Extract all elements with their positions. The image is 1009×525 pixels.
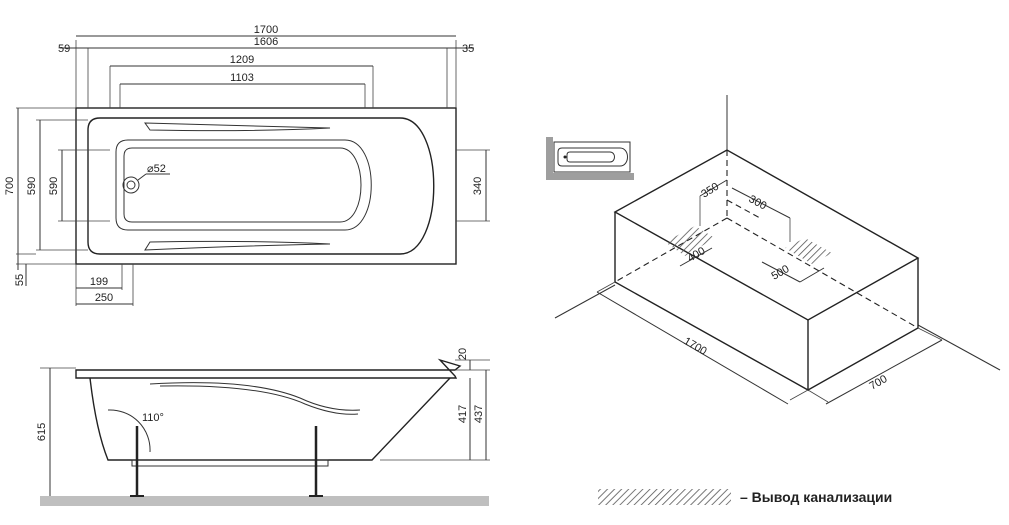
side-view: 110° 615 20 417 437 [36,348,490,506]
dim-1103: 1103 [230,72,254,84]
dim-1209: 1209 [230,54,254,66]
iso-dim-300: 300 [747,193,769,212]
box-top [613,149,920,321]
tub-basin [115,139,372,231]
legend-swatch [598,489,731,505]
tub-rim [87,117,435,255]
angle-arc [107,409,151,453]
iso-dim-700: 700 [868,373,890,393]
drain-label: ⌀52 [147,163,166,175]
box-side [807,258,919,391]
dim-35: 35 [462,43,474,55]
armrest-top [144,122,331,132]
dim-417: 417 [457,405,469,423]
drain-zone-b [785,238,832,264]
angle-label: 110° [142,412,164,424]
dim-1700: 1700 [254,24,278,36]
legend: – Вывод канализации [598,489,892,505]
dim-199: 199 [90,276,108,288]
side-body [89,377,451,461]
dim-1606: 1606 [254,36,278,48]
dim-700: 700 [4,177,16,195]
dim-340: 340 [472,177,484,195]
armrest-bottom [144,240,331,251]
side-curve-b [159,385,359,415]
iso-dim-350: 350 [699,181,721,201]
dim-590-a: 590 [26,177,38,195]
iso-dim-500: 500 [770,263,792,283]
base-frame [131,459,329,467]
dim-615: 615 [36,423,48,441]
side-curve-a [149,382,361,411]
legend-label: – Вывод канализации [740,489,892,505]
tub-basin-inner [123,147,362,223]
dim-59: 59 [58,43,70,55]
dim-55: 55 [14,274,26,286]
drain-circle [122,176,140,194]
floor [40,496,489,506]
drain-inner [126,180,136,190]
iso-dim-1700: 1700 [682,335,709,358]
plan-view: ⌀52 1700 1606 59 35 1209 1103 700 590 [4,24,490,306]
dim-437: 437 [473,405,485,423]
box-front [614,212,809,392]
tub-outline [75,107,457,265]
drain-zone-a [665,226,715,256]
side-rim [75,358,462,379]
dim-590-b: 590 [48,177,60,195]
dim-20: 20 [457,348,469,360]
corner-thumbnail [546,137,634,180]
dim-250: 250 [95,292,113,304]
